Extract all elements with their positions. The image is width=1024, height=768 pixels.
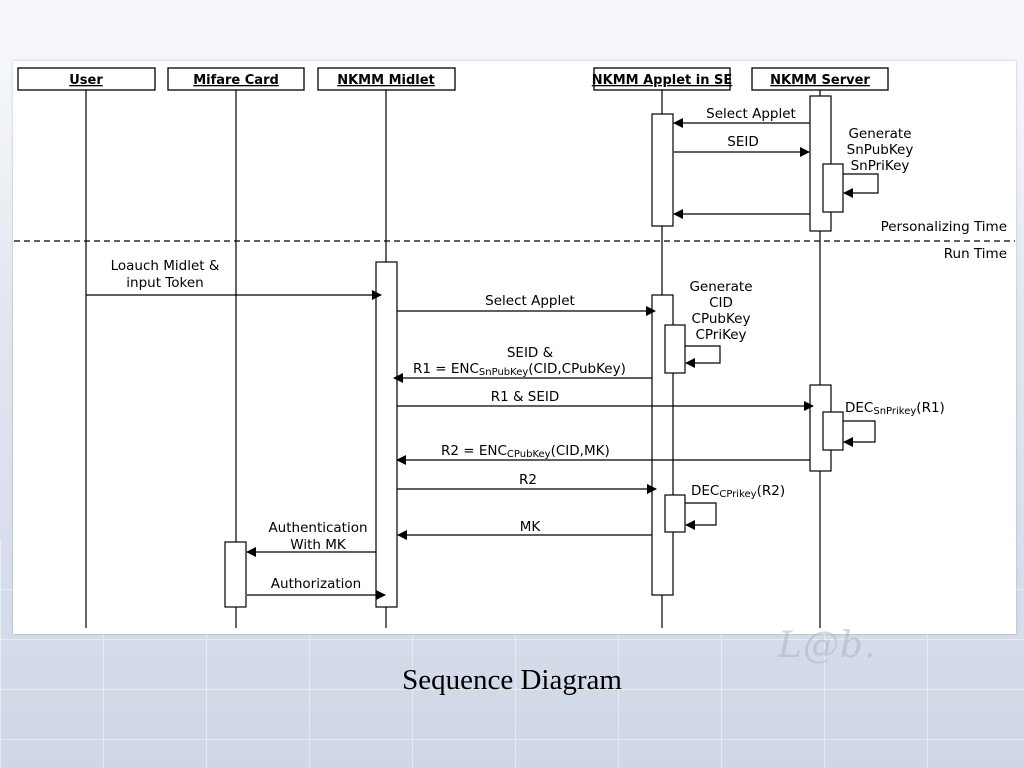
label-mk: MK <box>520 519 542 535</box>
label-launch-1: Loauch Midlet & <box>111 258 220 274</box>
participant-nkmm-applet-label: NKMM Applet in SE <box>592 73 733 88</box>
label-gen-applet-1: Generate <box>689 279 752 295</box>
arrow-self-dec-applet <box>685 502 717 530</box>
label-gen-server-3: SnPriKey <box>851 158 910 174</box>
label-r1-pre: R1 = ENC <box>413 361 479 377</box>
lifelines <box>85 90 821 628</box>
diagram-panel <box>13 61 1016 634</box>
label-dec-server-sub: SnPrikey <box>873 406 916 417</box>
activation-server-self-2 <box>822 411 844 451</box>
label-dec-applet-post: (R2) <box>757 483 786 499</box>
label-dec-server-pre: DEC <box>845 400 873 416</box>
label-r1-line2: R1 = ENCSnPubKey(CID,CPubKey) <box>413 361 626 378</box>
arrow-self-dec-server <box>843 420 876 447</box>
label-select-applet-1: Select Applet <box>706 106 796 122</box>
participant-nkmm-server: NKMM Server <box>751 67 889 91</box>
arrow-self-generate-applet <box>685 345 721 368</box>
label-r1-seid: R1 & SEID <box>491 389 560 405</box>
label-gen-applet-3: CPubKey <box>692 311 751 327</box>
label-dec-applet-sub: CPrikey <box>719 489 756 500</box>
label-r1-sub: SnPubKey <box>479 367 528 378</box>
participant-user: User <box>17 67 156 91</box>
watermark-logo: L@b. <box>778 625 877 666</box>
participant-mifare-card-label: Mifare Card <box>193 73 279 88</box>
label-r1-post: (CID,CPubKey) <box>528 361 626 377</box>
label-auth-1: Authentication <box>268 520 367 536</box>
participant-nkmm-applet: NKMM Applet in SE <box>592 67 733 91</box>
label-authorization: Authorization <box>271 576 361 592</box>
label-launch-2: input Token <box>126 275 203 291</box>
label-gen-applet-2: CID <box>709 295 733 311</box>
arrow-self-generate-server <box>843 173 879 198</box>
label-auth-2: With MK <box>290 537 347 553</box>
label-gen-server-2: SnPubKey <box>847 142 914 158</box>
label-dec-applet: DECCPrikey(R2) <box>691 483 785 500</box>
participant-mifare-card: Mifare Card <box>167 67 305 91</box>
activation-applet-self-2 <box>664 494 686 533</box>
activations <box>224 95 844 608</box>
slide-caption: Sequence Diagram <box>402 664 622 696</box>
activation-mifare-card <box>224 541 247 608</box>
phase-personalizing-label: Personalizing Time <box>881 219 1007 235</box>
label-r2-post: (CID,MK) <box>551 443 610 459</box>
label-r2: R2 <box>519 472 537 488</box>
label-r2-enc: R2 = ENCCPubKey(CID,MK) <box>441 443 610 460</box>
participant-nkmm-midlet-label: NKMM Midlet <box>337 73 435 88</box>
activation-midlet <box>375 261 398 608</box>
label-select-applet-2: Select Applet <box>485 293 575 309</box>
activation-applet-self-1 <box>664 324 686 374</box>
participant-nkmm-midlet: NKMM Midlet <box>317 67 456 91</box>
label-seid: SEID <box>727 134 758 150</box>
message-arrows <box>86 118 879 600</box>
label-r2-pre: R2 = ENC <box>441 443 507 459</box>
label-dec-server: DECSnPrikey(R1) <box>845 400 945 417</box>
label-dec-applet-pre: DEC <box>691 483 719 499</box>
participant-user-label: User <box>69 73 103 88</box>
label-gen-applet-4: CPriKey <box>695 327 746 343</box>
phase-run-label: Run Time <box>944 246 1007 262</box>
label-gen-server-1: Generate <box>848 126 911 142</box>
label-r2-sub: CPubKey <box>507 449 551 460</box>
label-dec-server-post: (R1) <box>916 400 945 416</box>
activation-server-self-1 <box>822 163 844 213</box>
participant-nkmm-server-label: NKMM Server <box>770 73 870 88</box>
label-r1-line1: SEID & <box>507 345 554 361</box>
activation-applet-1 <box>651 113 674 227</box>
